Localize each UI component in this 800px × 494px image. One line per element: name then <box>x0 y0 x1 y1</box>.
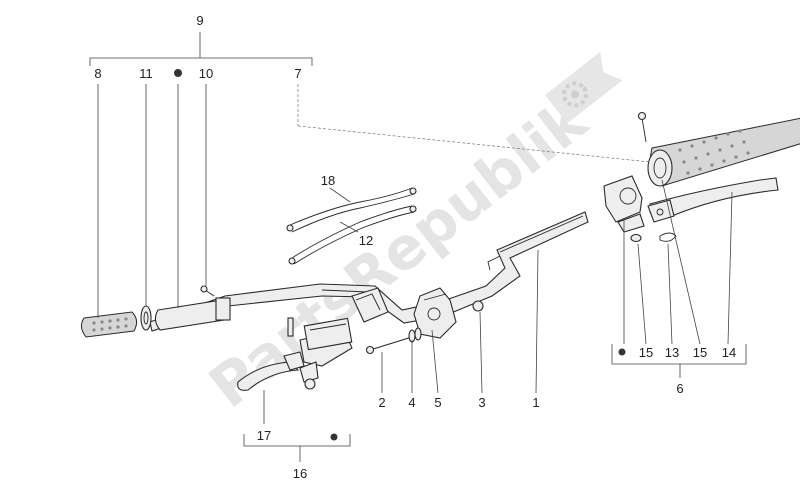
callout-14: 14 <box>722 345 736 360</box>
right-grip <box>647 117 800 187</box>
callout-17: 17 <box>257 428 271 443</box>
center-switch-housing <box>413 287 457 339</box>
throttle-tube <box>154 297 231 331</box>
callout-12: 12 <box>359 233 373 248</box>
callout-9: 9 <box>196 13 203 28</box>
leader-lines <box>89 32 747 462</box>
callout-3: 3 <box>478 395 485 410</box>
throttle-cables <box>286 187 417 265</box>
callout-18: 18 <box>321 173 335 188</box>
callout-4: 4 <box>408 395 415 410</box>
washer-15 <box>630 233 642 243</box>
callout-8: 8 <box>94 66 101 81</box>
nut-3 <box>472 300 484 312</box>
bolt-2 <box>365 336 413 355</box>
callout-16: 16 <box>293 466 307 481</box>
right-clamp <box>603 175 645 233</box>
grip-ring <box>140 305 152 331</box>
washer-4 <box>408 327 422 343</box>
callout-15: 15 <box>693 345 707 360</box>
callout-1: 1 <box>532 395 539 410</box>
bullet-dot <box>618 348 626 356</box>
left-mount-assembly <box>287 287 389 390</box>
callout-7: 7 <box>294 66 301 81</box>
callout-15: 15 <box>639 345 653 360</box>
screw-top <box>637 111 647 143</box>
bullet-dot <box>330 433 338 441</box>
callout-labels: 9 8 11 10 7 18 12 2 4 5 3 1 17 16 15 13 … <box>94 13 736 481</box>
callout-13: 13 <box>665 345 679 360</box>
gear-in-flag-icon <box>545 51 623 124</box>
callout-6: 6 <box>676 381 683 396</box>
callout-10: 10 <box>199 66 213 81</box>
spring-clip-13 <box>659 232 677 242</box>
callout-2: 2 <box>378 395 385 410</box>
left-grip <box>80 311 138 338</box>
callout-11: 11 <box>139 66 153 81</box>
bullet-dot <box>174 69 182 77</box>
callout-5: 5 <box>434 395 441 410</box>
left-brake-lever <box>237 351 305 391</box>
screw-10 <box>200 285 215 297</box>
watermark: PartsRepublik <box>197 51 623 421</box>
